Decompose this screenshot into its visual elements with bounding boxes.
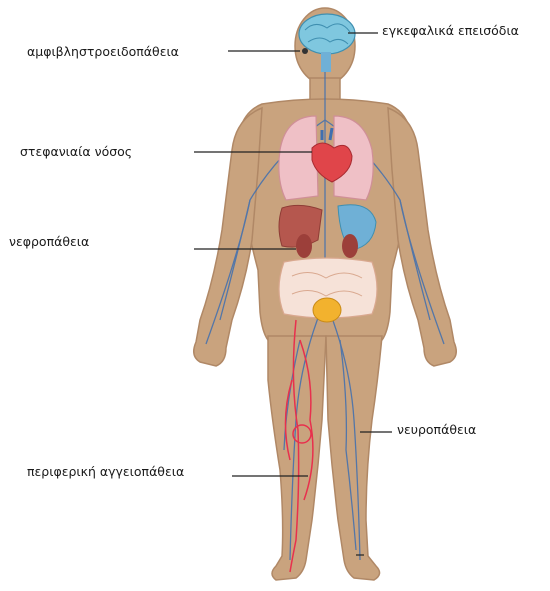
label-stroke: εγκεφαλικά επεισόδια: [382, 23, 519, 39]
label-neuropathy: νευροπάθεια: [397, 422, 476, 438]
label-coronary-disease: στεφανιαία νόσος: [20, 144, 132, 160]
label-retinopathy: αμφιβληστροειδοπάθεια: [27, 44, 179, 60]
label-nephropathy: νεφροπάθεια: [9, 234, 89, 250]
bladder: [313, 298, 341, 322]
eye: [302, 48, 308, 54]
label-peripheral-vascular-disease: περιφερική αγγειοπάθεια: [27, 464, 184, 480]
